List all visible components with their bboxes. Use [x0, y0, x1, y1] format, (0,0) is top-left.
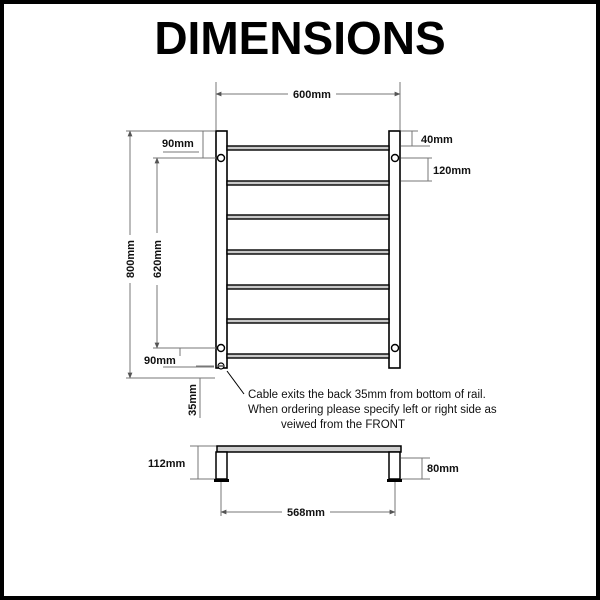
note-line-3: veiwed from the FRONT: [281, 419, 405, 431]
plan-view: [214, 445, 402, 482]
plan-standoff-right: [388, 451, 401, 480]
rail-2: [226, 180, 390, 186]
dimension-lines: [126, 82, 432, 516]
dim-inner-label: 620mm: [152, 240, 164, 278]
mount-point-top-right: [390, 153, 400, 163]
mount-point-bottom-left: [216, 343, 226, 353]
left-stile: [215, 130, 228, 369]
rail-6: [226, 318, 390, 324]
dim-width-label: 600mm: [293, 89, 331, 101]
front-view: [215, 130, 401, 395]
rail-7: [226, 353, 390, 359]
note-line-1: Cable exits the back 35mm from bottom of…: [248, 389, 486, 401]
rails: [226, 145, 390, 359]
page-title: DIMENSIONS: [154, 12, 446, 64]
mount-point-bottom-right: [390, 343, 400, 353]
rail-5: [226, 284, 390, 290]
dim-depth-total-label: 112mm: [148, 458, 186, 470]
rail-1: [226, 145, 390, 151]
dim-bracket-span-label: 568mm: [287, 507, 325, 519]
dim-height-label: 800mm: [125, 240, 137, 278]
dim-left-top-label: 90mm: [162, 138, 194, 150]
right-stile: [388, 130, 401, 369]
dim-left-bottom-label: 90mm: [144, 355, 176, 367]
rail-3: [226, 214, 390, 220]
dimension-labels: 600mm 40mm 120mm 90mm 800mm 620mm 90mm 3…: [125, 89, 471, 519]
dim-top-offset-label: 40mm: [421, 134, 453, 146]
dim-depth-wall-label: 80mm: [427, 463, 459, 475]
note-line-2: When ordering please specify left or rig…: [248, 404, 497, 416]
dim-cable-offset-label: 35mm: [187, 384, 199, 416]
rail-4: [226, 249, 390, 255]
cable-note: Cable exits the back 35mm from bottom of…: [248, 389, 497, 431]
note-leader-line: [226, 370, 245, 395]
mount-point-top-left: [216, 153, 226, 163]
mount-points: [216, 153, 400, 353]
plan-standoff-left: [215, 451, 228, 480]
dim-rail-spacing-label: 120mm: [433, 165, 471, 177]
plan-wall-plate: [214, 479, 229, 482]
plan-rail: [216, 445, 402, 453]
